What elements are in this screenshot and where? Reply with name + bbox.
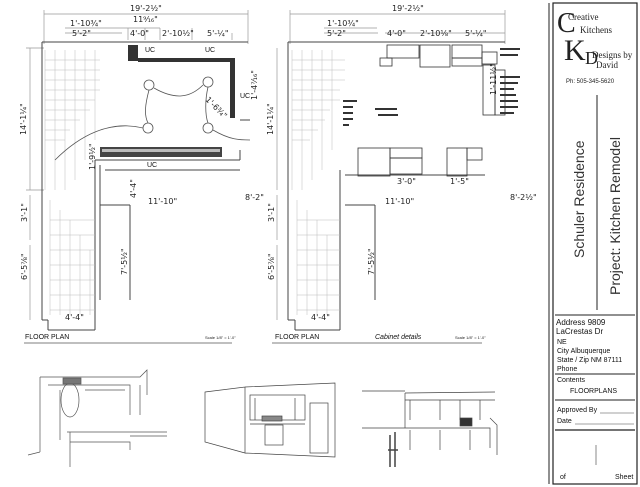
phone-field: Phone: [557, 366, 577, 373]
company-name: Kitchens: [580, 25, 612, 35]
dimension: 6'-5⁷⁄₈": [20, 253, 29, 280]
dimension: 14'-1¼": [19, 103, 28, 135]
dimension: 2'-10½": [162, 29, 194, 38]
dimension: 1'-5": [450, 177, 469, 186]
tile-grid: [44, 50, 100, 315]
state-zip-field: State / Zip NM 87111: [557, 357, 622, 364]
svg-text:K: K: [564, 34, 586, 67]
floor-plan-1: 19'-2½" 1'-10¾" 11⁹⁄₁₆" 5'-2" 4'-0" 2'-1…: [19, 4, 264, 344]
contents-value: FLOORPLANS: [570, 388, 617, 395]
dimension: 4'-0": [130, 29, 149, 38]
ne-field: NE: [557, 339, 567, 346]
floor-plan-2: 19'-2½" 1'-10¾" 5'-2" 4'-0" 2'-10⅛" 5'-¼…: [266, 4, 537, 344]
dimension: 1'-10¾": [327, 19, 359, 28]
dimension: 1'-4⁷⁄₁₆": [250, 70, 259, 100]
dimension: 3'-1": [267, 203, 276, 222]
dimension: 1'-11½": [489, 63, 498, 95]
dimension: 19'-2½": [392, 4, 424, 13]
sheet-of: of: [560, 474, 566, 481]
dimension: 11'-10": [385, 197, 414, 206]
plan-title: FLOOR PLAN: [25, 334, 69, 341]
cabinet-tag: UC: [147, 162, 157, 169]
dimension: 1'-6¾": [204, 95, 229, 120]
dimension: 7'-5½": [120, 248, 129, 275]
company-name: Creative: [568, 12, 599, 22]
city-field: City Albuquerque: [557, 348, 610, 355]
dimension: 4'-4": [65, 313, 84, 322]
dimension: 7'-5½": [367, 248, 376, 275]
dimension: 4'-4": [311, 313, 330, 322]
dimension: 5'-¼": [465, 29, 487, 38]
company-phone: Ph: 505-345-5620: [566, 79, 615, 85]
plan-scale: Scale 1/8" = 1'-0": [455, 335, 486, 340]
dimension: 4'-4": [129, 179, 138, 198]
cabinet-tag: UC: [205, 47, 215, 54]
dimension: 2'-10⅛": [420, 29, 452, 38]
company-name: Designs by: [592, 50, 633, 60]
svg-text:D: D: [585, 48, 598, 68]
dimension: 6'-5⁷⁄₈": [267, 253, 276, 280]
sheet-number: Sheet: [615, 474, 633, 481]
contents-label: Contents: [557, 377, 586, 384]
approved-by-field: Approved By: [557, 407, 598, 414]
dimension: 3'-0": [397, 177, 416, 186]
dimension: 5'-2": [72, 29, 91, 38]
overhead-rendering: [27, 369, 167, 467]
cabinet-notes: [343, 48, 520, 126]
cabinet-tag: UC: [240, 93, 250, 100]
title-block: C K D Creative Kitchens Designs by David…: [548, 2, 638, 485]
elevation-rendering: [204, 382, 336, 458]
tile-grid: [291, 50, 345, 315]
plan-scale: Scale 1/8" = 1'-0": [205, 335, 236, 340]
svg-text:C: C: [557, 8, 576, 39]
address-field: Address 9809 LaCrestas Dr: [556, 318, 606, 336]
plan-subtitle: Cabinet details: [375, 334, 422, 341]
dimension: 11'-10": [148, 197, 177, 206]
client-name: Schuler Residence: [571, 140, 587, 258]
dimension: 8'-2½": [510, 193, 537, 202]
dimension: 8'-2": [245, 193, 264, 202]
cabinet-layout: [357, 44, 506, 177]
company-name: David: [596, 60, 618, 70]
dimension: 14'-1¼": [266, 103, 275, 135]
dimension: 4'-0": [387, 29, 406, 38]
cabinet-tag: UC: [145, 47, 155, 54]
dimension: 11⁹⁄₁₆": [133, 15, 158, 24]
dimension: 5'-2": [327, 29, 346, 38]
date-field: Date: [557, 418, 572, 425]
perspective-rendering: [362, 390, 498, 467]
dimension: 1'-9½": [88, 143, 97, 170]
dimension: 3'-1": [20, 203, 29, 222]
light-fixtures: [54, 76, 251, 161]
company-logo: C K D Creative Kitchens Designs by David: [557, 8, 633, 70]
plan-title: FLOOR PLAN: [275, 334, 319, 341]
dimension: 19'-2½": [130, 4, 162, 13]
pantry-cabinet: [128, 45, 138, 61]
project-name: Project: Kitchen Remodel: [607, 137, 623, 295]
dimension: 1'-10¾": [70, 19, 102, 28]
dimension: 5'-¼": [207, 29, 229, 38]
